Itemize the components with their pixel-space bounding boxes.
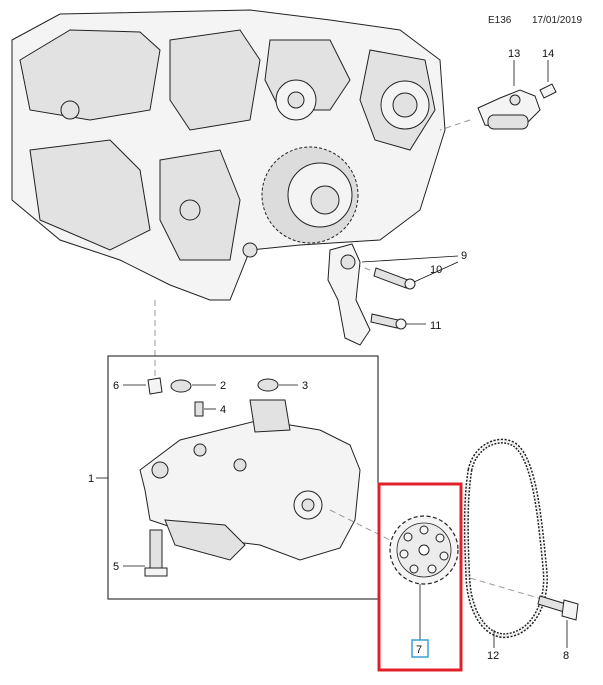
oil-pump-drawing xyxy=(139,377,361,577)
callout-2[interactable]: 2 xyxy=(220,380,226,392)
callout-4[interactable]: 4 xyxy=(220,404,226,416)
guide-line-bolt-8 xyxy=(469,577,546,601)
callout-14[interactable]: 14 xyxy=(542,48,554,60)
callout-12[interactable]: 12 xyxy=(487,650,499,662)
callout-8[interactable]: 8 xyxy=(563,650,569,662)
callout-11[interactable]: 11 xyxy=(430,320,441,332)
timing-chain-drawing xyxy=(463,438,548,639)
engine-block-drawing xyxy=(11,9,446,301)
oil-pump-group-box xyxy=(107,355,379,600)
callout-10[interactable]: 10 xyxy=(430,264,442,276)
callout-13[interactable]: 13 xyxy=(508,48,520,60)
guide-line-sprocket xyxy=(329,509,401,546)
callout-9[interactable]: 9 xyxy=(461,250,467,262)
callout-3[interactable]: 3 xyxy=(302,380,308,392)
diagram-code: E136 xyxy=(488,15,512,26)
guide-line-sensor xyxy=(439,119,471,131)
callout-5[interactable]: 5 xyxy=(113,561,119,573)
callout-6[interactable]: 6 xyxy=(113,380,119,392)
tensioner-drawing xyxy=(327,243,416,346)
diagram-date: 17/01/2019 xyxy=(532,15,583,26)
bolt-8-drawing xyxy=(537,595,579,621)
callout-1[interactable]: 1 xyxy=(88,473,94,485)
selected-callout-box xyxy=(411,639,429,658)
sensor-assembly-drawing xyxy=(477,83,557,130)
callout-7[interactable]: 7 xyxy=(416,644,422,656)
selected-part-highlight xyxy=(377,482,463,672)
sprocket-drawing xyxy=(389,515,459,585)
